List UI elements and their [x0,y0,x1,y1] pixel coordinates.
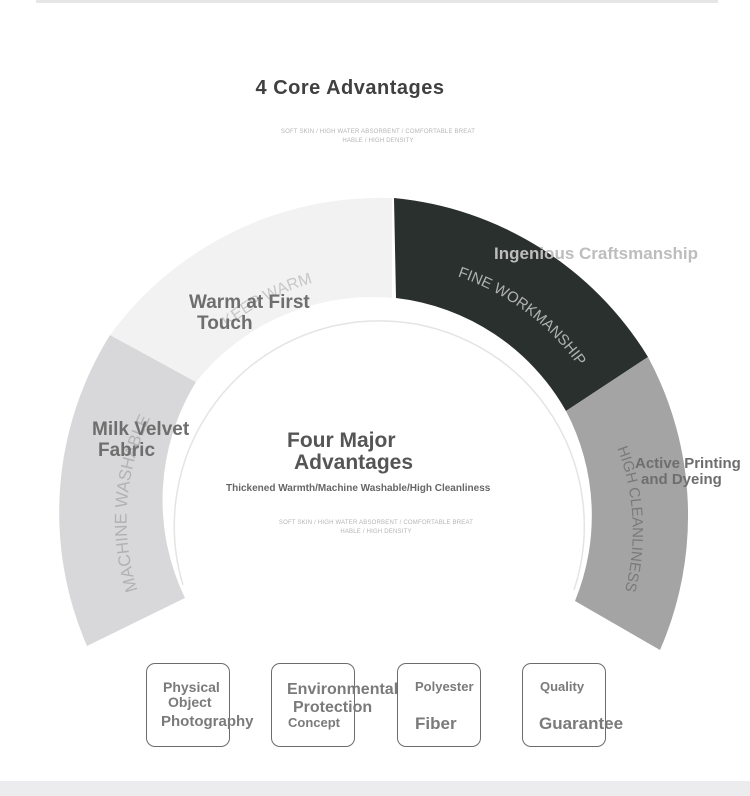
inner-ring [173,320,585,591]
page-title: 4 Core Advantages [255,77,445,99]
center-subtitle: Thickened Warmth/Machine Washable/High C… [226,483,491,494]
arc-segment-keep-warm [110,197,392,382]
label-warm-at-first-touch: Warm at First Touch [189,292,310,334]
heading-fine-print: SOFT SKIN / HIGH WATER ABSORBENT / COMFO… [280,129,476,144]
badge-environmental-protection-concept: Environmental Protection Concept [271,663,398,747]
bottom-band [0,781,750,796]
top-divider [36,0,718,3]
center-title: Four Major Advantages [287,429,414,474]
label-ingenious-craftsmanship: Ingenious Craftsmanship [494,244,699,263]
badge-polyester-fiber: Polyester Fiber [397,663,481,747]
arc-segment-machine-washable [59,335,196,646]
label-active-printing-dyeing: Active Printing and Dyeing [635,455,741,488]
badge-physical-object-photography: Physical Object Photography [146,663,254,747]
center-fine-print: SOFT SKIN / HIGH WATER ABSORBENT / COMFO… [278,520,474,535]
arc-segment-high-cleanliness [566,357,689,650]
badge-quality-guarantee: Quality Guarantee [522,663,623,747]
arc-segment-fine-workmanship [394,198,648,411]
label-milk-velvet-fabric: Milk Velvet Fabric [92,419,190,461]
